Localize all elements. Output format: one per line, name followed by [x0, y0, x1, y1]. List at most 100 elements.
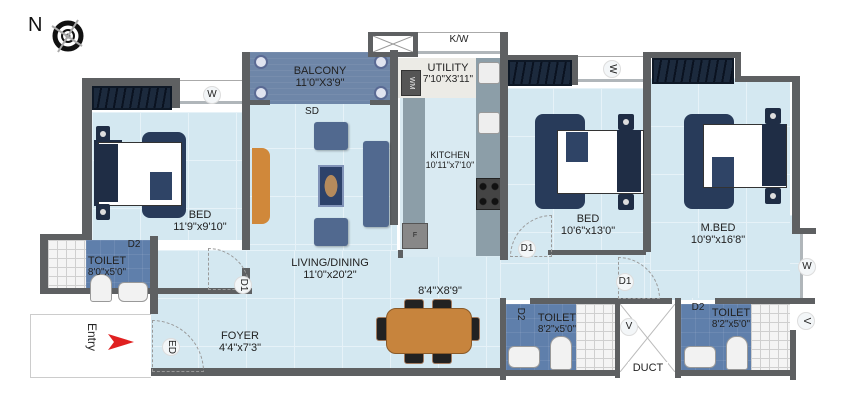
wall — [530, 298, 615, 304]
duct-cross-icon — [620, 304, 675, 372]
tv-unit — [252, 148, 270, 224]
bed-pillow — [712, 157, 734, 187]
door-tag: D2 — [127, 239, 141, 250]
bed-middle-label: BED 10'6"x13'0" — [560, 213, 616, 237]
wall — [500, 370, 620, 376]
toilet-floor-white — [48, 240, 86, 288]
toilet-floor-white — [751, 304, 790, 370]
ventilator-tag: V — [620, 318, 638, 336]
wall — [370, 100, 398, 105]
plant-icon — [256, 57, 266, 67]
ventilator-tag: V — [797, 312, 815, 330]
basin-icon — [118, 282, 148, 302]
wall — [368, 52, 418, 57]
wall — [505, 55, 575, 61]
sliding-door-tag: SD — [305, 106, 319, 117]
duct-label: DUCT — [628, 362, 668, 374]
window-tag: W — [603, 60, 621, 78]
foyer-label: FOYER 4'4"x7'3" — [219, 330, 261, 354]
balcony-label: BALCONY 11'0"X3'9" — [293, 65, 347, 89]
wall — [368, 32, 373, 56]
wall — [390, 50, 398, 225]
wall — [250, 100, 270, 105]
bed-pillow — [566, 132, 588, 162]
washing-machine: WM — [401, 70, 421, 96]
stove-icon — [476, 178, 502, 210]
plant-icon — [376, 57, 386, 67]
wall — [792, 76, 800, 234]
kitchen-counter-right — [476, 58, 500, 256]
bed-left-label: BED 11'9"x9'10" — [173, 209, 227, 233]
bed-pillow — [150, 172, 172, 200]
door-tag: D1 — [234, 276, 252, 294]
door-tag: D2 — [691, 302, 705, 313]
basin-icon — [684, 346, 716, 368]
dining-dim-label: 8'4"X8'9" — [418, 285, 462, 297]
basin-icon — [508, 346, 540, 368]
wall — [398, 250, 403, 258]
wall — [790, 330, 796, 380]
door-tag: D1 — [616, 273, 634, 291]
wall — [40, 234, 85, 240]
utility-label: UTILITY 7'10"X3'11" — [422, 62, 474, 85]
kitchen-window-tag: K/W — [449, 34, 469, 45]
wall — [615, 298, 620, 378]
master-bed-label: M.BED 10'9"x16'8" — [690, 222, 746, 246]
wall — [368, 32, 418, 36]
shaft-cross-icon — [373, 36, 413, 52]
wall — [643, 52, 738, 58]
wall — [612, 298, 672, 304]
kitchen-window — [418, 32, 500, 54]
nightstand — [96, 204, 110, 220]
nightstand — [765, 108, 781, 124]
wall — [413, 32, 418, 56]
kitchen-sink — [478, 62, 500, 84]
wc-icon — [90, 274, 112, 302]
bed-headboard — [96, 144, 118, 202]
dining-table — [386, 308, 472, 354]
wall — [150, 236, 158, 314]
kitchen-counter-left — [403, 98, 425, 223]
toilet-right-label: TOILET 8'2"x5'0" — [711, 307, 751, 330]
wardrobe — [92, 86, 172, 110]
entry-area — [30, 314, 151, 378]
wall — [500, 32, 508, 260]
nightstand — [96, 126, 110, 142]
entry-door-tag: ED — [162, 338, 180, 356]
wall — [715, 298, 815, 304]
wall — [735, 52, 741, 82]
bed-headboard — [617, 130, 641, 192]
door-tag: D2 — [515, 307, 526, 321]
armchair — [314, 122, 348, 150]
nightstand — [765, 188, 781, 204]
armchair — [314, 218, 348, 246]
toilet-floor-white — [576, 304, 615, 370]
wardrobe — [508, 60, 572, 86]
bed-headboard — [762, 124, 786, 186]
fridge: F — [402, 223, 428, 249]
entry-arrow-icon — [108, 334, 134, 350]
wall — [242, 52, 250, 250]
compass: N — [28, 12, 90, 54]
sofa — [363, 141, 389, 227]
wc-icon — [550, 336, 572, 370]
wall — [675, 370, 795, 376]
wall — [500, 298, 506, 380]
entry-label: Entry — [85, 322, 99, 351]
compass-rose-icon — [51, 19, 84, 53]
wall — [40, 234, 48, 294]
wall — [643, 52, 651, 252]
toilet-left-label: TOILET 8'0"x5'0" — [87, 255, 127, 278]
living-label: LIVING/DINING 11'0"x20'2" — [291, 257, 369, 281]
wardrobe — [652, 58, 734, 84]
wall — [792, 228, 816, 234]
kitchen-sink-2 — [478, 112, 500, 134]
wc-icon — [726, 336, 748, 370]
wall — [82, 78, 92, 240]
wall — [675, 298, 681, 378]
wall — [172, 78, 180, 108]
wall — [548, 250, 646, 255]
kitchen-label: KITCHEN 10'11"x7'10" — [425, 150, 475, 170]
door-tag: D1 — [518, 240, 536, 258]
wall — [82, 78, 180, 86]
